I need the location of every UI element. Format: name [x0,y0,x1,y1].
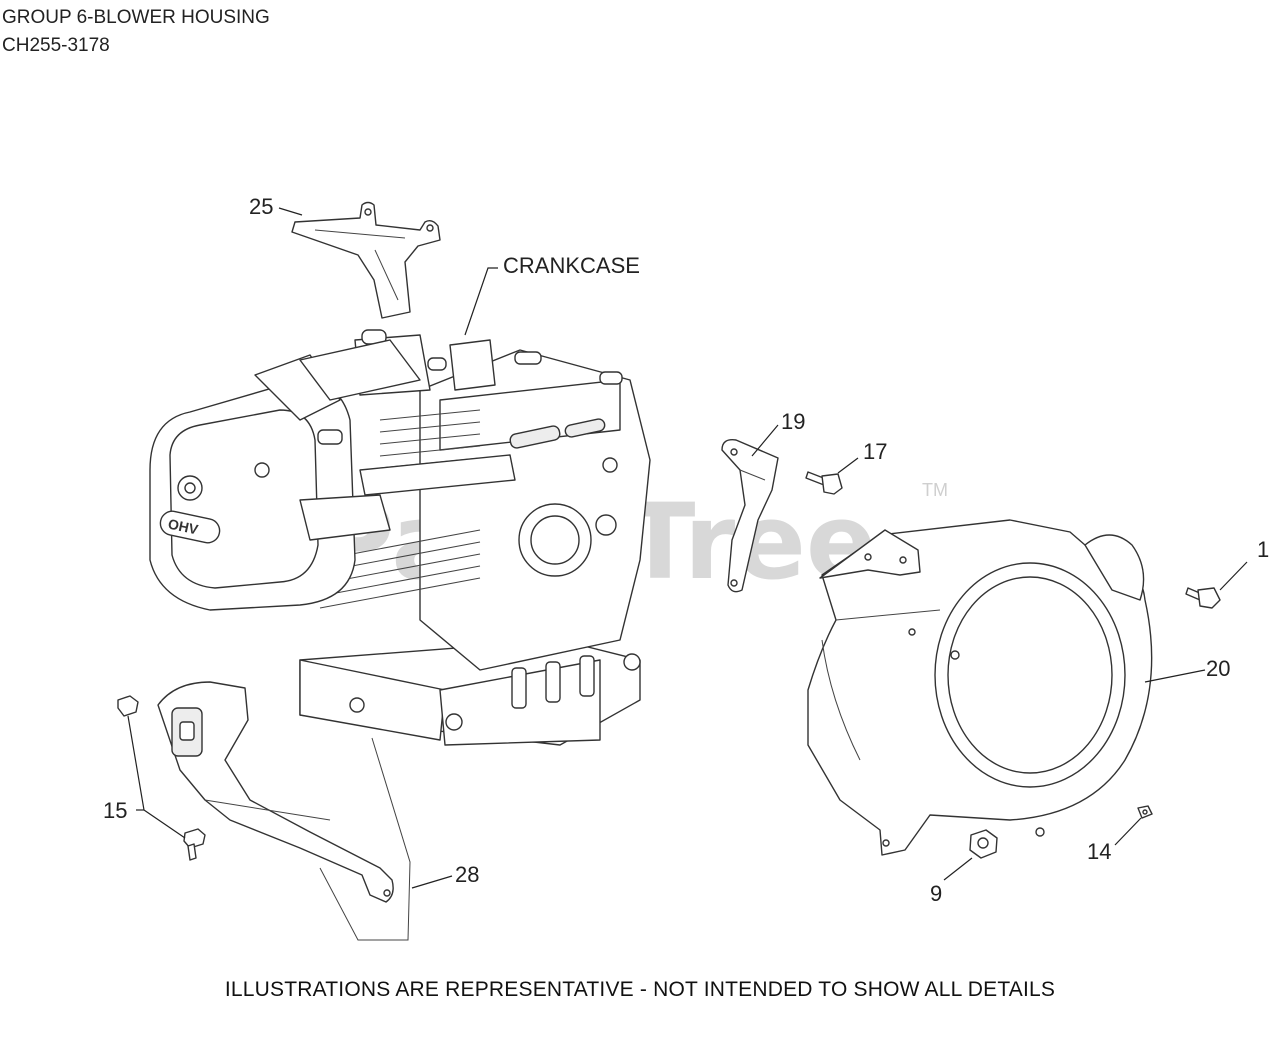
callout-15: 15 [103,798,127,823]
callout-28: 28 [455,862,479,887]
part-9-nut[interactable] [969,829,998,859]
callout-25: 25 [249,194,273,219]
diagram-title: GROUP 6-BLOWER HOUSING [2,7,270,28]
callout-14: 14 [1087,839,1111,864]
svg-text:OHV: OHV [167,516,201,538]
part-1-bolt[interactable] [1185,587,1221,609]
part-14-screw[interactable] [1137,805,1153,819]
callout-9: 9 [930,881,942,906]
watermark-trademark: TM [922,480,948,500]
callout-19: 19 [781,409,805,434]
model-number: CH255-3178 [2,35,110,56]
part-19-baffle[interactable] [721,439,779,593]
callout-20: 20 [1206,656,1230,681]
part-28-baffle[interactable] [157,681,394,903]
part-25-baffle[interactable] [291,201,441,319]
disclaimer-note: ILLUSTRATIONS ARE REPRESENTATIVE - NOT I… [224,978,1056,1001]
callout-1: 1 [1257,537,1269,562]
part-17-bolt[interactable] [805,471,843,495]
leader-lines [127,207,1248,889]
part-20-blower-housing[interactable] [807,519,1153,856]
engine-crankcase[interactable]: OHV [149,329,651,746]
callout-crankcase: CRANKCASE [503,253,640,278]
callout-17: 17 [863,439,887,464]
part-15-screws[interactable] [117,695,206,861]
part-28-bracket-outline [319,737,411,941]
